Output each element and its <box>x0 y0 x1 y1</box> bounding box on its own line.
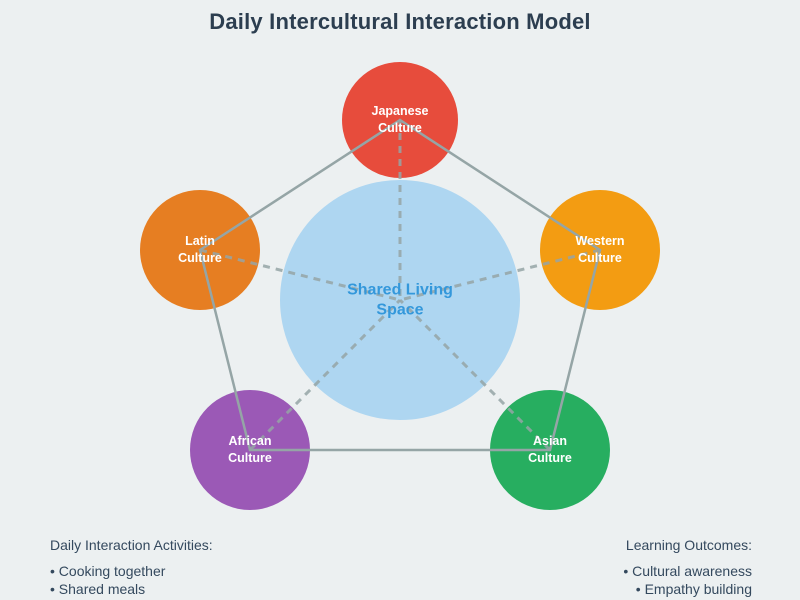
asian-culture-label-line2: Culture <box>528 451 572 465</box>
african-culture-label-line1: African <box>228 434 271 448</box>
western-culture-label-line1: Western <box>575 234 624 248</box>
outcomes-item: • Empathy building <box>635 581 752 597</box>
activities-item: • Shared meals <box>50 581 146 597</box>
page-title: Daily Intercultural Interaction Model <box>209 9 591 34</box>
asian-culture-label-line1: Asian <box>533 434 567 448</box>
activities-heading: Daily Interaction Activities: <box>50 537 213 553</box>
activities-item: • Cooking together <box>50 563 166 579</box>
outcomes-block: Learning Outcomes: • Cultural awareness … <box>623 537 752 598</box>
spoke-western-center <box>399 248 601 302</box>
african-culture-label-line2: Culture <box>228 451 272 465</box>
western-culture-label-line2: Culture <box>578 251 622 265</box>
activities-block: Daily Interaction Activities: • Cooking … <box>50 537 213 598</box>
spoke-african-center <box>248 298 402 452</box>
link-western-asian <box>548 248 602 452</box>
shared-living-space-label-line1: Shared Living <box>347 282 453 299</box>
japanese-culture-label-line2: Culture <box>378 121 422 135</box>
latin-culture-label-line1: Latin <box>185 234 215 248</box>
link-latin-japanese <box>198 118 402 252</box>
outcomes-item: • Cultural awareness <box>623 563 752 579</box>
spoke-latin-center <box>199 248 401 302</box>
outcomes-heading: Learning Outcomes: <box>625 537 752 553</box>
shared-living-space-label-line2: Space <box>376 302 423 319</box>
japanese-culture-label-line1: Japanese <box>372 104 429 118</box>
spoke-asian-center <box>398 298 552 452</box>
latin-culture-label-line2: Culture <box>178 251 222 265</box>
link-japanese-western <box>398 118 602 252</box>
link-african-latin <box>198 248 252 452</box>
